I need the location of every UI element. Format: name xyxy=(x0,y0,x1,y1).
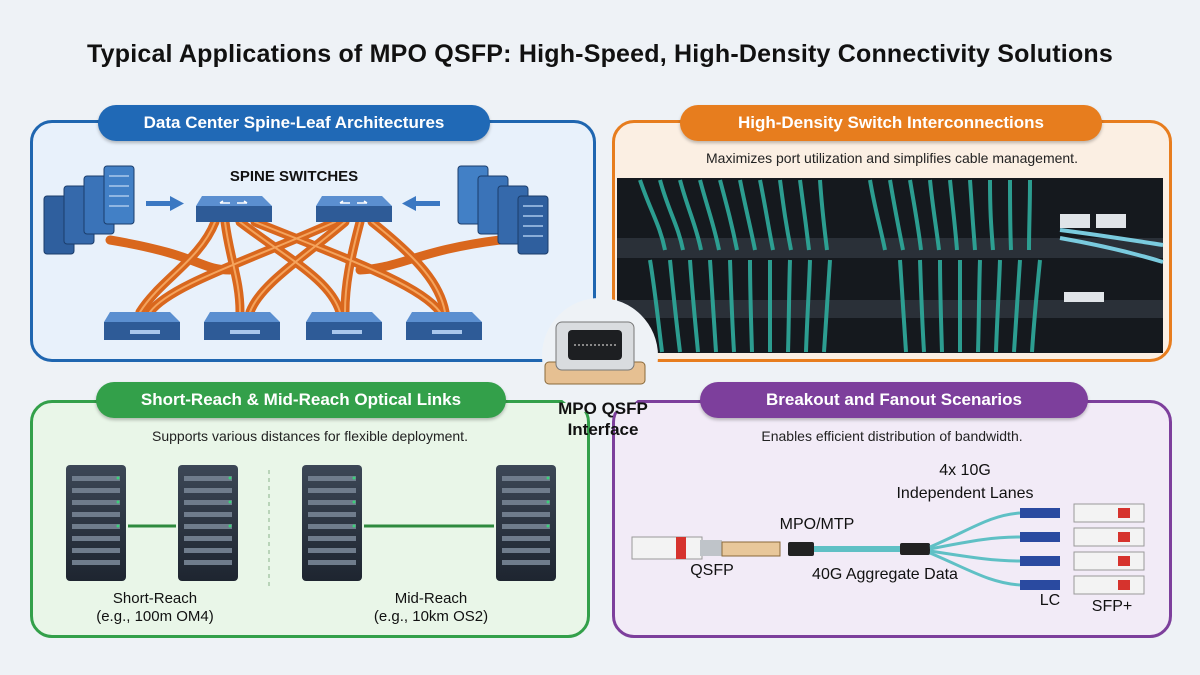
subtitle-optical-links: Supports various distances for flexible … xyxy=(152,428,468,444)
arrow-icon xyxy=(402,196,440,211)
server-rack-icon xyxy=(457,165,549,255)
lc-label: LC xyxy=(1039,592,1061,609)
pill-spine-leaf: Data Center Spine-Leaf Architectures xyxy=(98,105,490,141)
server-rack-icon xyxy=(43,165,135,255)
pill-breakout: Breakout and Fanout Scenarios xyxy=(700,382,1088,418)
short-reach-detail: (e.g., 100m OM4) xyxy=(96,608,214,625)
center-label: MPO QSFP Interface xyxy=(548,398,658,440)
lanes-line1: 4x 10G xyxy=(939,462,991,479)
mid-reach-detail: (e.g., 10km OS2) xyxy=(373,608,489,625)
page-title: Typical Applications of MPO QSFP: High-S… xyxy=(87,40,1113,68)
breakout-cable-diagram xyxy=(631,503,1145,595)
fiber-link-lines xyxy=(128,470,494,590)
server-rack-icon xyxy=(66,465,556,581)
network-switch-icon xyxy=(104,312,482,340)
subtitle-breakout: Enables efficient distribution of bandwi… xyxy=(761,428,1023,444)
mpo-mtp-label: MPO/MTP xyxy=(779,516,855,533)
patch-panel-photo xyxy=(617,178,1164,353)
lanes-line2: Independent Lanes xyxy=(896,485,1034,502)
pill-switch-interconnect: High-Density Switch Interconnections xyxy=(680,105,1102,141)
short-reach-label: Short-Reach xyxy=(112,590,198,607)
network-switch-icon xyxy=(196,196,272,222)
qsfp-label: QSFP xyxy=(690,562,734,579)
arrow-icon xyxy=(146,196,184,211)
subtitle-switch-interconnect: Maximizes port utilization and simplifie… xyxy=(706,150,1078,166)
mid-reach-label: Mid-Reach xyxy=(394,590,468,607)
pill-optical-links: Short-Reach & Mid-Reach Optical Links xyxy=(96,382,506,418)
cable-bundles xyxy=(105,217,505,317)
mpo-qsfp-transceiver-icon xyxy=(542,298,658,414)
spine-switches-label: SPINE SWITCHES xyxy=(229,168,359,185)
aggregate-label: 40G Aggregate Data xyxy=(812,566,958,583)
center-line1: MPO QSFP xyxy=(558,399,648,418)
sfp-label: SFP+ xyxy=(1091,598,1133,615)
network-switch-icon xyxy=(316,196,392,222)
center-line2: Interface xyxy=(567,420,639,439)
